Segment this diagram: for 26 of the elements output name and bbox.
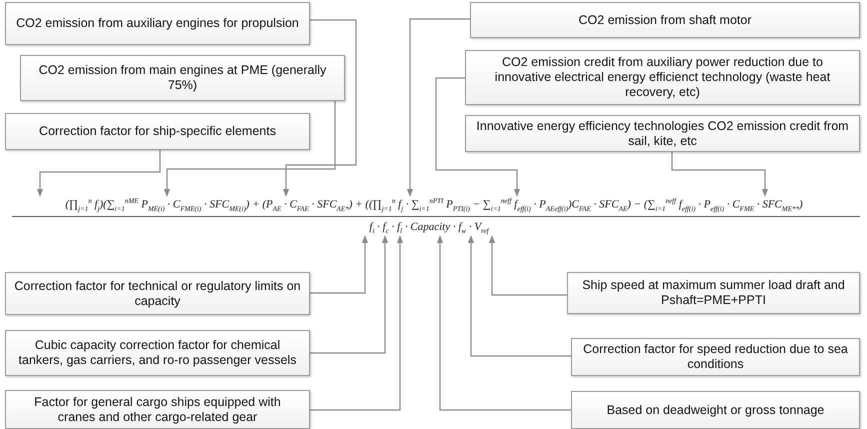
annotation-box: Correction factor for ship-specific elements (5, 113, 310, 150)
arrow (282, 19, 357, 197)
arrow (310, 235, 388, 354)
annotation-box: CO2 emission credit from auxiliary power reduction due to innovative electrical energy efficienct technology (waste heat recovery, etc) (465, 50, 860, 105)
annotation-box: CO2 emission from main engines at PME (generally 75%) (20, 55, 345, 101)
arrow (310, 235, 404, 411)
annotation-box: Factor for general cargo ships equipped with cranes and other cargo-related gear (5, 390, 310, 429)
formula-denominator: f$_{i}$ · f$_{c}$ · f$_{l}$ · Capacity · f$_{w}$ · V$_{ref}$ (350, 220, 508, 236)
arrow (310, 235, 368, 294)
formula-numerator: (∏$_{j=1}$$^{n}$ f$_{j}$)(∑$_{i=1}$$^{nME}$ P$_{ME(i)}$ · C$_{FME(i)}$ · SFC$_{ME(i)}$) + (P$_{AE}$ · C$_{FAE}$ · SFC$_{AE*}$) + ((∏$_{j=1}$$^{n}$ f$_{j}$ · ∑$_{i=1}$$^{nPTI}$ P$_{PTI(i)}$ − ∑$_{i=1}$$^{neff}$ f$_{eff(i)}$ · P$_{AEeff(i)}$)C$_{FAE}$ · SFC$_{AE}$) − (∑$_{i=1}$$^{neff}$ f$_{eff(i)}$ · P$_{eff(i)}$ · C$_{FME}$ · SFC$_{ME**}$) (8, 196, 860, 214)
annotation-box: CO2 emission from shaft motor (470, 2, 860, 38)
annotation-box: Correction factor for technical or regulatory limits on capacity (5, 272, 310, 315)
arrow (435, 77, 520, 197)
arrow (164, 101, 336, 197)
arrow (436, 235, 571, 411)
annotation-box: Innovative energy efficiency technologies CO2 emission credit from sail, kite, etc (465, 115, 860, 152)
arrow (671, 152, 768, 197)
annotation-box: Correction factor for speed reduction due to sea conditions (571, 338, 860, 376)
arrow (468, 235, 571, 357)
arrow (406, 18, 470, 197)
annotation-box: CO2 emission from auxiliary engines for propulsion (5, 2, 310, 45)
annotation-box: Ship speed at maximum summer load draft and Pshaft=PME+PPTI (567, 272, 860, 314)
annotation-box: Cubic capacity correction factor for chemical tankers, gas carriers, and ro-ro passenger vessels (5, 330, 310, 376)
arrow (488, 235, 567, 296)
annotation-box: Based on deadweight or gross tonnage (571, 391, 860, 429)
arrow (36, 150, 161, 197)
